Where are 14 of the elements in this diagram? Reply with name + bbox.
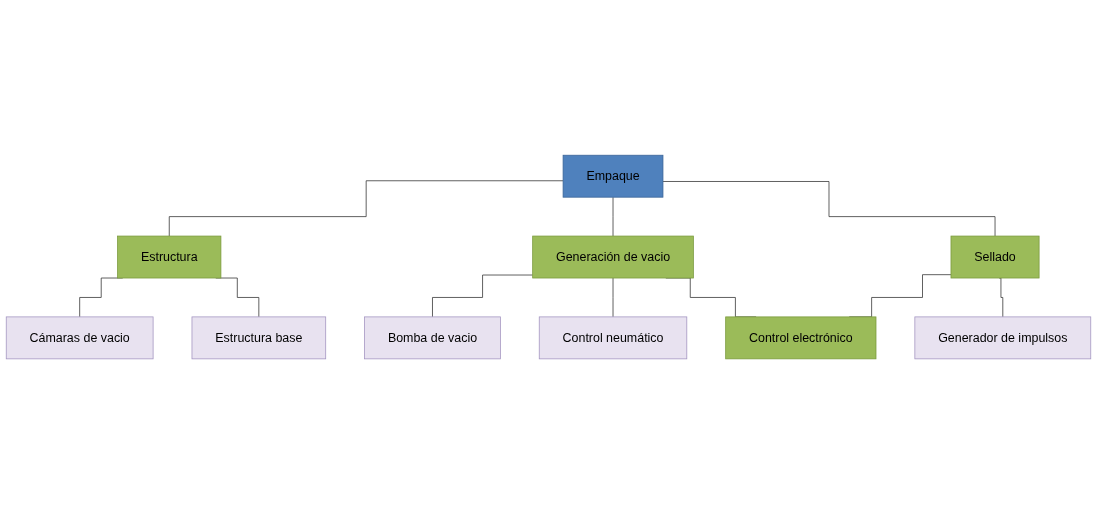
node-box: Sellado [950,235,1040,279]
node-box: Estructura base [191,316,327,360]
node-box: Estructura [117,235,222,279]
connector [662,181,996,237]
node-box: Control electrónico [725,316,877,360]
connector [432,274,534,318]
node-box: Control neumático [538,316,688,360]
connector [998,277,1004,318]
connector [168,180,564,237]
node-box: Cámaras de vacio [5,316,154,360]
node-box: Empaque [562,154,664,198]
node-box: Generador de impulsos [914,316,1092,360]
node-box: Generación de vacio [532,235,694,279]
node-box: Bomba de vacio [364,316,501,360]
